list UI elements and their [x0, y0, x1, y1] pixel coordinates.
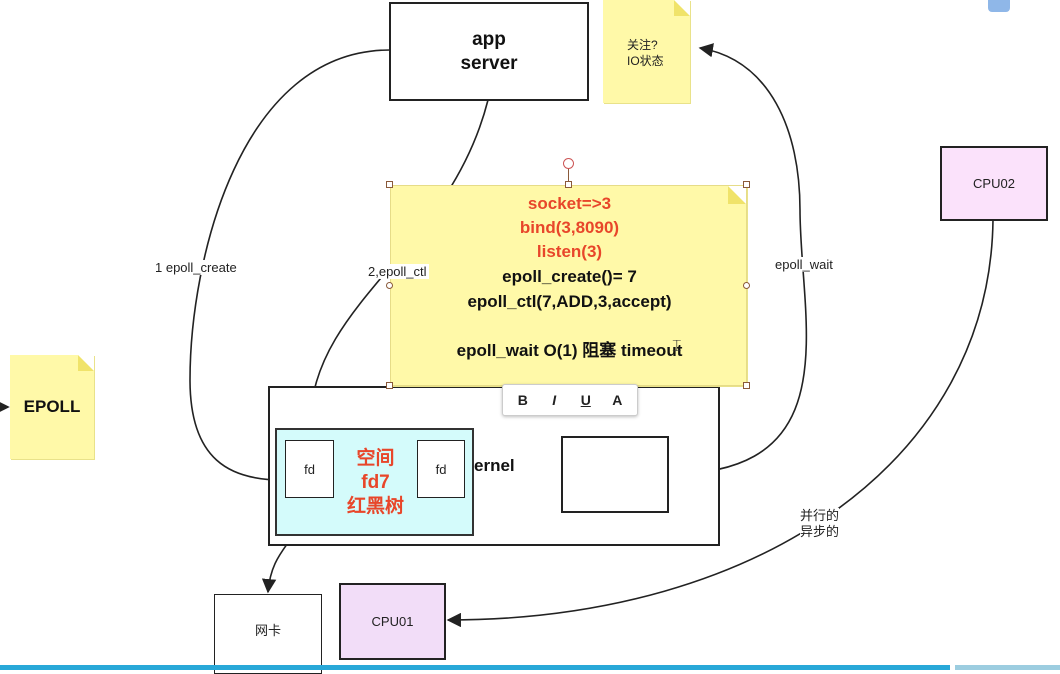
note-line-socket: socket=>3 [527, 194, 612, 213]
resize-handle-tr[interactable] [743, 181, 750, 188]
cpu02-box[interactable]: CPU02 [940, 146, 1048, 221]
edge-label-parallel-1: 并行的 [800, 508, 840, 523]
edge-label-epoll-create: 1 epoll_create [153, 260, 239, 275]
epoll-sticky-note[interactable]: EPOLL [10, 355, 94, 459]
fd-left-label: fd [304, 461, 315, 477]
resize-handle-tc[interactable] [565, 181, 572, 188]
edge-label-epoll-ctl: 2,epoll_ctl [366, 264, 429, 279]
note-fold-icon [78, 355, 94, 371]
bottom-bar-segment [955, 665, 1060, 670]
main-code-note[interactable]: socket=>3 bind(3,8090) listen(3) epoll_c… [390, 185, 747, 386]
edge-epoll-create [189, 49, 391, 488]
focus-sticky-note[interactable]: 关注? IO状态 [603, 0, 690, 103]
cpu01-box[interactable]: CPU01 [339, 583, 446, 660]
edge-label-parallel-2: 异步的 [800, 524, 840, 539]
edge-label-parallel: 并行的 异步的 [800, 508, 840, 540]
nic-box[interactable]: 网卡 [214, 594, 322, 674]
resize-handle-br[interactable] [743, 382, 750, 389]
bold-button[interactable]: B [517, 392, 528, 408]
edge-label-epoll-wait: epoll_wait [773, 257, 835, 272]
cpu01-label: CPU01 [371, 614, 414, 629]
space-line-3: 红黑树 [346, 496, 404, 517]
fd-right-label: fd [435, 461, 447, 477]
app-server-line1: app [472, 28, 506, 50]
resize-handle-mr[interactable] [743, 282, 750, 289]
note-line-epoll-ctl: epoll_ctl(7,ADD,3,accept) [467, 292, 672, 311]
nic-label: 网卡 [254, 622, 281, 638]
focus-note-line2: IO状态 [627, 54, 664, 68]
italic-button[interactable]: I [552, 392, 557, 408]
cpu02-label: CPU02 [973, 176, 1015, 191]
epoll-note-label: EPOLL [23, 397, 81, 416]
note-line-epoll-wait: epoll_wait O(1) 阻塞 timeout [456, 341, 683, 360]
edge-epoll-wait [669, 43, 808, 475]
space-line-2: fd7 [361, 472, 390, 493]
resize-handle-ml[interactable] [386, 282, 393, 289]
kernel-label: ernel [474, 456, 515, 475]
space-text-group: 空间 fd7 红黑树 [334, 444, 417, 522]
note-line-bind: bind(3,8090) [519, 218, 620, 237]
app-server-box[interactable]: app server [389, 2, 589, 101]
note-line-epoll-create: epoll_create()= 7 [502, 267, 637, 286]
underline-button[interactable]: U [580, 392, 591, 408]
space-line-1: 空间 [356, 448, 395, 469]
text-format-toolbar: B I U A [502, 384, 638, 416]
note-fold-icon [728, 186, 746, 204]
ready-list-box[interactable] [561, 436, 669, 513]
note-fold-icon [674, 0, 690, 16]
focus-note-line1: 关注? [627, 38, 658, 52]
rotate-handle-stem [568, 168, 569, 182]
note-line-listen: listen(3) [536, 242, 603, 261]
app-logo-icon [988, 0, 1010, 12]
bottom-progress-bar [0, 665, 950, 670]
rotate-handle-icon[interactable] [563, 158, 574, 169]
resize-handle-bl[interactable] [386, 382, 393, 389]
resize-handle-tl[interactable] [386, 181, 393, 188]
fd-left-box[interactable]: fd [285, 440, 334, 498]
font-color-button[interactable]: A [612, 392, 623, 408]
text-cursor-icon: ⌶ [672, 338, 682, 355]
fd-right-box[interactable]: fd [417, 440, 465, 498]
app-server-line2: server [460, 52, 518, 74]
